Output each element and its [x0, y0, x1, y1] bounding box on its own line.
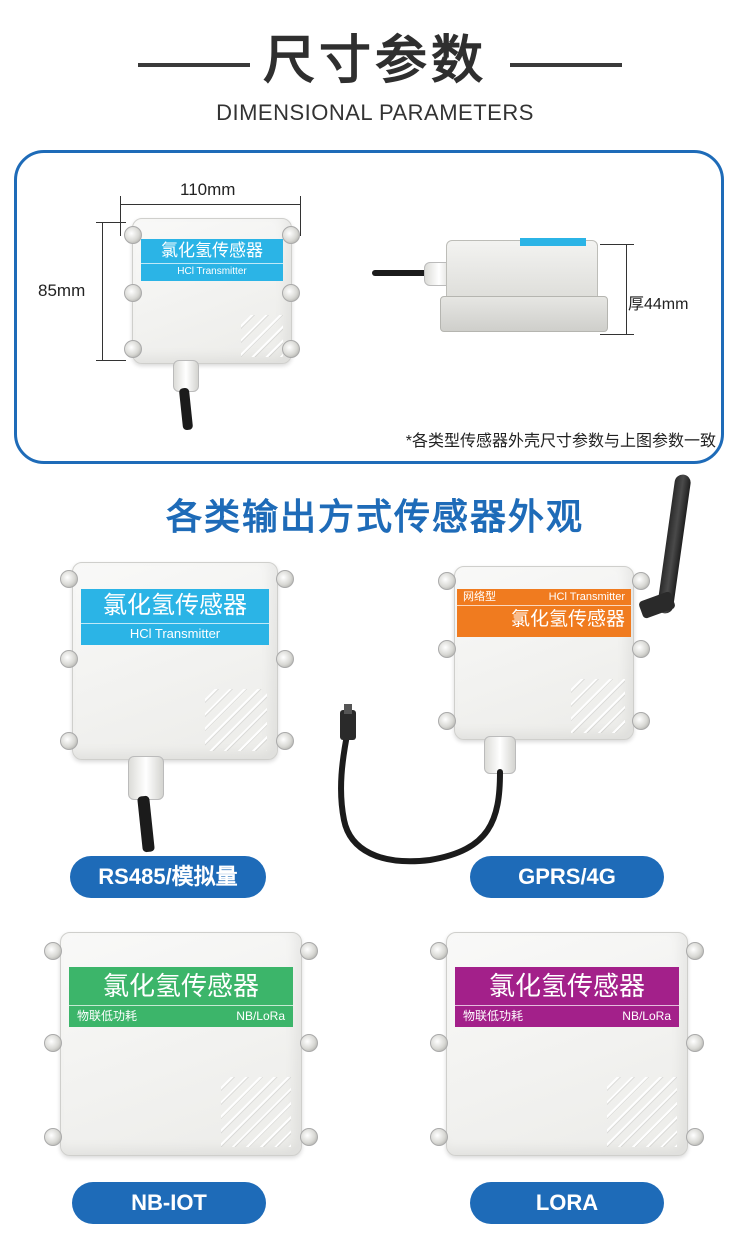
thickness-label: 厚44mm: [628, 296, 689, 313]
rs485-tab-br: [276, 732, 294, 750]
dimension-front-tab-tl: [124, 226, 142, 244]
side-view-label-strip: [520, 238, 586, 246]
dimension-front-tab-br: [282, 340, 300, 358]
gprs-label-english: HCl Transmitter: [548, 591, 625, 603]
variant-gprs-badge: GPRS/4G: [470, 856, 664, 898]
rs485-cable: [137, 795, 155, 853]
dimension-note: *各类型传感器外壳尺寸参数与上图参数一致: [405, 433, 716, 450]
nbiot-vents: [221, 1077, 291, 1147]
page-subtitle: DIMENSIONAL PARAMETERS: [216, 100, 534, 125]
rs485-gland: [128, 756, 164, 800]
lora-vents: [607, 1077, 677, 1147]
width-tick-right: [300, 196, 301, 236]
thickness-tick-bottom: [600, 334, 634, 335]
rs485-tab-mr: [276, 650, 294, 668]
gprs-label-name: 氯化氢传感器: [457, 605, 631, 634]
header-right-line: [510, 63, 622, 67]
side-view-base: [440, 296, 608, 332]
lora-tab-br: [686, 1128, 704, 1146]
header-left-line: [138, 63, 250, 67]
lora-tab-tr: [686, 942, 704, 960]
lora-tab-ml: [430, 1034, 448, 1052]
nbiot-tab-tl: [44, 942, 62, 960]
variants-section-title: 各类输出方式传感器外观: [165, 496, 584, 537]
lora-tab-mr: [686, 1034, 704, 1052]
dimension-front-tab-tr: [282, 226, 300, 244]
gprs-sensor: 网络型 HCl Transmitter 氯化氢传感器: [454, 566, 634, 740]
nbiot-sensor: 氯化氢传感器 物联低功耗 NB/LoRa: [60, 932, 302, 1156]
rs485-tab-bl: [60, 732, 78, 750]
nbiot-tab-br: [300, 1128, 318, 1146]
dimension-front-vents: [241, 315, 283, 357]
nbiot-tab-mr: [300, 1034, 318, 1052]
rs485-label-name: 氯化氢传感器: [103, 592, 247, 619]
rs485-sensor: 氯化氢传感器 HCl Transmitter: [72, 562, 278, 760]
dimension-front-tab-mr: [282, 284, 300, 302]
variant-rs485-badge: RS485/模拟量: [70, 856, 266, 898]
lora-tab-tl: [430, 942, 448, 960]
gprs-tab-tr: [632, 572, 650, 590]
gprs-tab-br: [632, 712, 650, 730]
lora-label-name: 氯化氢传感器: [488, 971, 645, 1001]
rs485-label-english: HCl Transmitter: [81, 623, 269, 644]
nbiot-label-bottom: 物联低功耗 NB/LoRa: [69, 1005, 293, 1026]
nbiot-label: 氯化氢传感器 物联低功耗 NB/LoRa: [69, 967, 293, 1027]
lora-nblora: NB/LoRa: [622, 1009, 671, 1023]
thickness-dimension-line: [626, 244, 627, 334]
gprs-vents: [571, 679, 625, 733]
nbiot-lowpower: 物联低功耗: [77, 1009, 138, 1023]
gprs-tab-bl: [438, 712, 456, 730]
lora-sensor: 氯化氢传感器 物联低功耗 NB/LoRa: [446, 932, 688, 1156]
nbiot-label-name: 氯化氢传感器: [102, 971, 259, 1001]
page-title: 尺寸参数: [262, 32, 487, 90]
variant-nbiot-badge: NB-IOT: [72, 1182, 266, 1224]
lora-label: 氯化氢传感器 物联低功耗 NB/LoRa: [455, 967, 679, 1027]
rs485-vents: [205, 689, 267, 751]
dimension-front-label: 氯化氢传感器 HCl Transmitter: [141, 239, 283, 281]
thickness-tick-top: [600, 244, 634, 245]
gprs-cable: [338, 704, 503, 865]
height-tick-top: [96, 222, 126, 223]
rs485-tab-tr: [276, 570, 294, 588]
nbiot-tab-bl: [44, 1128, 62, 1146]
width-tick-left: [120, 196, 121, 236]
antenna-base: [637, 590, 677, 620]
lora-label-bottom: 物联低功耗 NB/LoRa: [455, 1005, 679, 1026]
side-cable: [372, 270, 432, 276]
width-dimension-line: [120, 204, 300, 205]
gprs-network-type: 网络型: [463, 591, 496, 603]
height-dimension-line: [102, 222, 103, 360]
gprs-tab-mr: [632, 640, 650, 658]
width-label: 110mm: [180, 180, 236, 199]
variant-lora-badge: LORA: [470, 1182, 664, 1224]
rs485-label: 氯化氢传感器 HCl Transmitter: [81, 589, 269, 645]
rs485-tab-ml: [60, 650, 78, 668]
gprs-gland: [484, 736, 516, 774]
nbiot-tab-ml: [44, 1034, 62, 1052]
height-label: 85mm: [38, 281, 86, 300]
gprs-tab-tl: [438, 572, 456, 590]
nbiot-tab-tr: [300, 942, 318, 960]
nbiot-nblora: NB/LoRa: [236, 1009, 285, 1023]
dimension-front-tab-bl: [124, 340, 142, 358]
height-tick-bottom: [96, 360, 126, 361]
side-view-sensor: [446, 240, 598, 304]
dimension-front-tab-ml: [124, 284, 142, 302]
rs485-tab-tl: [60, 570, 78, 588]
lora-tab-bl: [430, 1128, 448, 1146]
dimension-front-english: HCl Transmitter: [141, 263, 283, 280]
dimension-front-name: 氯化氢传感器: [161, 241, 263, 260]
gprs-tab-ml: [438, 640, 456, 658]
gprs-label: 网络型 HCl Transmitter 氯化氢传感器: [457, 589, 631, 637]
lora-lowpower: 物联低功耗: [463, 1009, 524, 1023]
gprs-label-top: 网络型 HCl Transmitter: [457, 589, 631, 605]
dimension-front-sensor: 氯化氢传感器 HCl Transmitter: [132, 218, 292, 364]
